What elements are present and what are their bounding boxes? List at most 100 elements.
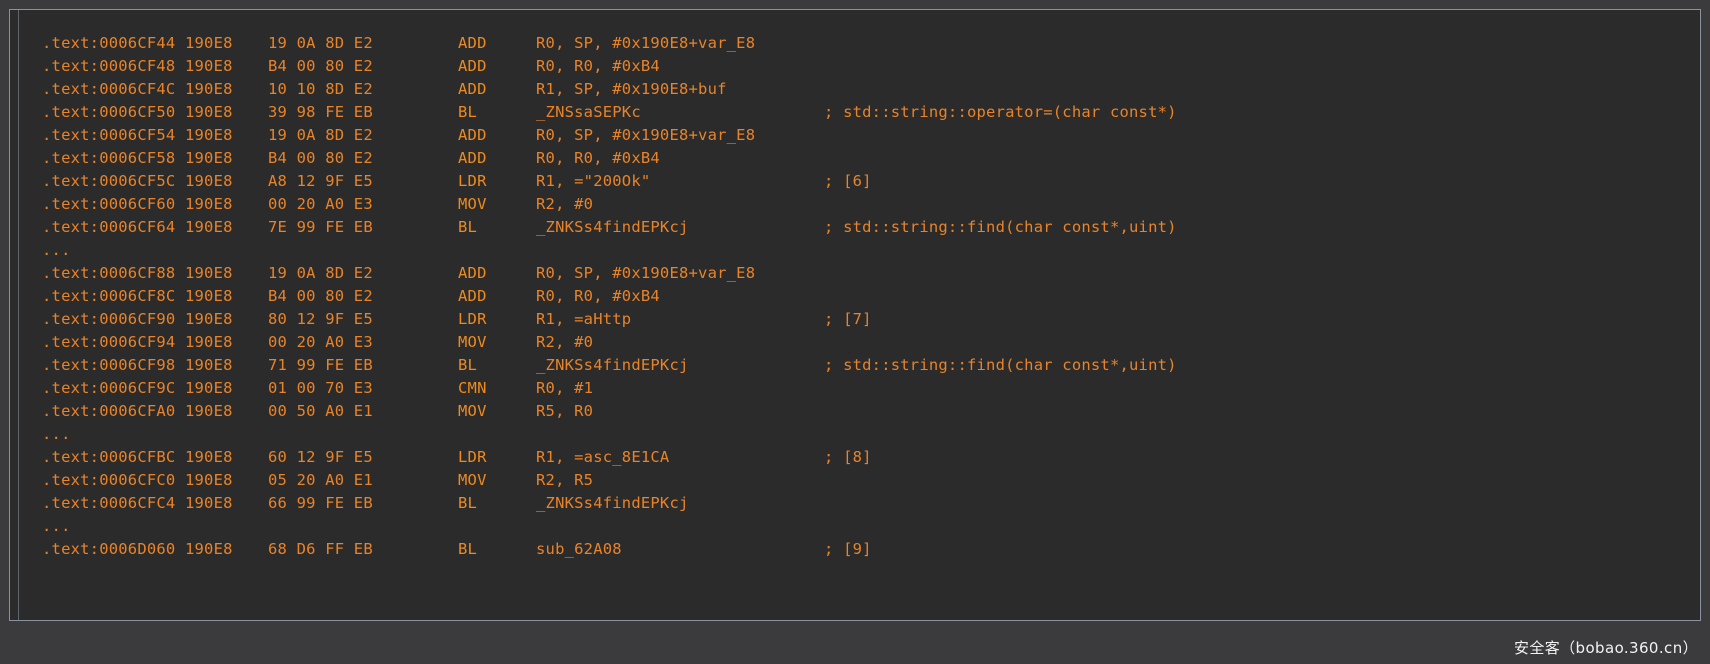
listing-instruction-row[interactable]: .text:0006CFC0 190E8 05 20 A0 E1 MOV R2, R5	[42, 469, 1700, 492]
instruction-bytes: 39 98 FE EB	[268, 103, 373, 121]
instruction-operands[interactable]: R0, R0, #0xB4	[536, 287, 660, 305]
instruction-address: .text:0006D060 190E8	[42, 540, 233, 558]
instruction-operands[interactable]: _ZNKSs4findEPKcj	[536, 356, 689, 374]
instruction-mnemonic[interactable]: ADD	[458, 126, 487, 144]
watermark-text: 安全客（bobao.360.cn）	[1513, 639, 1698, 657]
instruction-operands[interactable]: R1, =aHttp	[536, 310, 632, 328]
instruction-mnemonic[interactable]: MOV	[458, 333, 487, 351]
instruction-address: .text:0006CF88 190E8	[42, 264, 233, 282]
instruction-operands[interactable]: R1, SP, #0x190E8+buf	[536, 80, 727, 98]
instruction-operands[interactable]: R5, R0	[536, 402, 594, 420]
instruction-operands[interactable]: R0, SP, #0x190E8+var_E8	[536, 34, 756, 52]
listing-ellipsis-row[interactable]: ...	[42, 423, 1700, 446]
instruction-address: .text:0006CFBC 190E8	[42, 448, 233, 466]
instruction-mnemonic[interactable]: ADD	[458, 264, 487, 282]
listing-ellipsis-row[interactable]: ...	[42, 239, 1700, 262]
instruction-bytes: A8 12 9F E5	[268, 172, 373, 190]
instruction-bytes: 71 99 FE EB	[268, 356, 373, 374]
instruction-comment: ; [9]	[824, 540, 872, 558]
instruction-mnemonic[interactable]: ADD	[458, 80, 487, 98]
instruction-bytes: 05 20 A0 E1	[268, 471, 373, 489]
listing-ellipsis-row[interactable]: ...	[42, 515, 1700, 538]
instruction-bytes: 00 20 A0 E3	[268, 333, 373, 351]
instruction-mnemonic[interactable]: BL	[458, 103, 478, 121]
instruction-mnemonic[interactable]: BL	[458, 540, 478, 558]
instruction-address: .text:0006CF98 190E8	[42, 356, 233, 374]
instruction-bytes: 10 10 8D E2	[268, 80, 373, 98]
instruction-comment: ; [8]	[824, 448, 872, 466]
ellipsis-marker: ...	[42, 517, 71, 535]
listing-instruction-row[interactable]: .text:0006CF4C 190E8 10 10 8D E2 ADD R1, SP…	[42, 78, 1700, 101]
instruction-operands[interactable]: R0, R0, #0xB4	[536, 57, 660, 75]
instruction-comment: ; [7]	[824, 310, 872, 328]
instruction-operands[interactable]: R0, #1	[536, 379, 594, 397]
instruction-bytes: 00 20 A0 E3	[268, 195, 373, 213]
instruction-mnemonic[interactable]: ADD	[458, 34, 487, 52]
instruction-address: .text:0006CF64 190E8	[42, 218, 233, 236]
instruction-mnemonic[interactable]: LDR	[458, 310, 487, 328]
instruction-mnemonic[interactable]: MOV	[458, 402, 487, 420]
ellipsis-marker: ...	[42, 241, 71, 259]
instruction-mnemonic[interactable]: CMN	[458, 379, 487, 397]
instruction-operands[interactable]: R2, #0	[536, 195, 594, 213]
instruction-comment: ; std::string::find(char const*,uint)	[824, 218, 1177, 236]
instruction-operands[interactable]: _ZNKSs4findEPKcj	[536, 494, 689, 512]
instruction-bytes: 60 12 9F E5	[268, 448, 373, 466]
instruction-bytes: 01 00 70 E3	[268, 379, 373, 397]
instruction-address: .text:0006CF5C 190E8	[42, 172, 233, 190]
instruction-mnemonic[interactable]: MOV	[458, 195, 487, 213]
arrow-gutter	[10, 10, 19, 620]
instruction-mnemonic[interactable]: BL	[458, 218, 478, 236]
instruction-mnemonic[interactable]: BL	[458, 494, 478, 512]
instruction-mnemonic[interactable]: ADD	[458, 57, 487, 75]
instruction-bytes: 19 0A 8D E2	[268, 126, 373, 144]
instruction-operands[interactable]: R0, SP, #0x190E8+var_E8	[536, 126, 756, 144]
instruction-bytes: B4 00 80 E2	[268, 149, 373, 167]
instruction-address: .text:0006CF4C 190E8	[42, 80, 233, 98]
listing-instruction-row[interactable]: .text:0006CF8C 190E8 B4 00 80 E2 ADD R0, R0…	[42, 285, 1700, 308]
instruction-comment: ; std::string::find(char const*,uint)	[824, 356, 1177, 374]
instruction-operands[interactable]: _ZNKSs4findEPKcj	[536, 218, 689, 236]
instruction-mnemonic[interactable]: BL	[458, 356, 478, 374]
instruction-address: .text:0006CF50 190E8	[42, 103, 233, 121]
instruction-comment: ; std::string::operator=(char const*)	[824, 103, 1177, 121]
listing-instruction-row[interactable]: .text:0006CF50 190E8 39 98 FE EB BL _ZNSsaS…	[42, 101, 1700, 124]
instruction-operands[interactable]: R2, R5	[536, 471, 594, 489]
instruction-operands[interactable]: R1, =asc_8E1CA	[536, 448, 670, 466]
instruction-mnemonic[interactable]: MOV	[458, 471, 487, 489]
instruction-mnemonic[interactable]: ADD	[458, 287, 487, 305]
instruction-address: .text:0006CFC0 190E8	[42, 471, 233, 489]
instruction-operands[interactable]: sub_62A08	[536, 540, 622, 558]
listing-instruction-row[interactable]: .text:0006CFBC 190E8 60 12 9F E5 LDR R1, =a…	[42, 446, 1700, 469]
instruction-address: .text:0006CF8C 190E8	[42, 287, 233, 305]
instruction-comment: ; [6]	[824, 172, 872, 190]
listing-instruction-row[interactable]: .text:0006CF5C 190E8 A8 12 9F E5 LDR R1, ="…	[42, 170, 1700, 193]
instruction-operands[interactable]: R0, SP, #0x190E8+var_E8	[536, 264, 756, 282]
instruction-mnemonic[interactable]: LDR	[458, 448, 487, 466]
instruction-operands[interactable]: R1, ="200Ok"	[536, 172, 651, 190]
listing-instruction-row[interactable]: .text:0006CF98 190E8 71 99 FE EB BL _ZNKSs4…	[42, 354, 1700, 377]
instruction-mnemonic[interactable]: ADD	[458, 149, 487, 167]
instruction-bytes: B4 00 80 E2	[268, 287, 373, 305]
instruction-operands[interactable]: R0, R0, #0xB4	[536, 149, 660, 167]
instruction-operands[interactable]: _ZNSsaSEPKc	[536, 103, 641, 121]
instruction-operands[interactable]: R2, #0	[536, 333, 594, 351]
ellipsis-marker: ...	[42, 425, 71, 443]
instruction-mnemonic[interactable]: LDR	[458, 172, 487, 190]
